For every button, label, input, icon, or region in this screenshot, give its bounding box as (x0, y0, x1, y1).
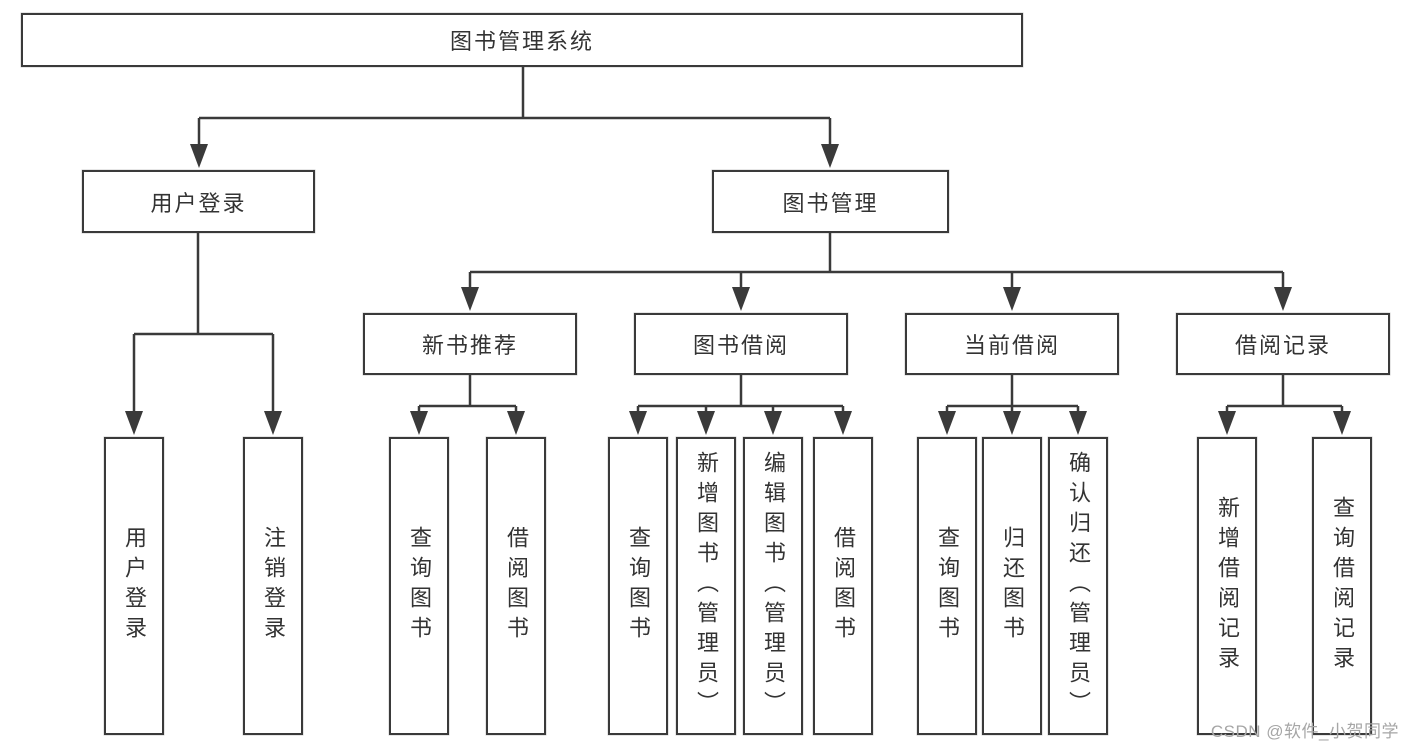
node-current-borrowing: 当前借阅 (905, 313, 1119, 375)
leaf-borrowing-query-books: 查询图书 (608, 437, 668, 735)
leaf-recommendation-query-books: 查询图书 (389, 437, 449, 735)
leaf-current-query-books-label: 查询图书 (935, 526, 960, 646)
node-borrowing-records: 借阅记录 (1176, 313, 1390, 375)
leaf-current-return-books: 归还图书 (982, 437, 1042, 735)
node-book-borrowing-label: 图书借阅 (692, 333, 789, 358)
leaf-current-return-books-label: 归还图书 (1000, 526, 1025, 646)
leaf-borrowing-edit-books-admin: 编辑图书（管理员） (743, 437, 803, 735)
leaf-recommendation-query-books-label: 查询图书 (407, 526, 432, 646)
leaf-logout-label: 注销登录 (261, 526, 286, 646)
leaf-recommendation-borrow-books-label: 借阅图书 (504, 526, 529, 646)
leaf-borrowing-edit-books-admin-label: 编辑图书（管理员） (761, 451, 786, 721)
node-book-management: 图书管理 (712, 170, 949, 233)
leaf-borrowing-query-books-label: 查询图书 (626, 526, 651, 646)
leaf-records-query-record: 查询借阅记录 (1312, 437, 1372, 735)
node-root-label: 图书管理系统 (449, 29, 594, 54)
leaf-current-confirm-return-admin-label: 确认归还（管理员） (1066, 451, 1091, 721)
node-book-management-label: 图书管理 (782, 190, 879, 216)
leaf-borrowing-add-books-admin-label: 新增图书（管理员） (694, 451, 719, 721)
leaf-logout: 注销登录 (243, 437, 303, 735)
node-user-login-label: 用户登录 (150, 190, 247, 216)
node-current-borrowing-label: 当前借阅 (963, 333, 1060, 358)
leaf-user-login: 用户登录 (104, 437, 164, 735)
csdn-watermark: CSDN @软件_小贺同学 (1210, 722, 1399, 741)
node-new-book-recommendation-label: 新书推荐 (421, 333, 518, 358)
leaf-user-login-label: 用户登录 (122, 526, 147, 646)
node-new-book-recommendation: 新书推荐 (363, 313, 577, 375)
node-user-login: 用户登录 (82, 170, 315, 233)
leaf-current-confirm-return-admin: 确认归还（管理员） (1048, 437, 1108, 735)
leaf-records-add-record-label: 新增借阅记录 (1215, 496, 1240, 676)
node-borrowing-records-label: 借阅记录 (1234, 333, 1331, 358)
leaf-records-query-record-label: 查询借阅记录 (1330, 496, 1355, 676)
leaf-current-query-books: 查询图书 (917, 437, 977, 735)
node-root: 图书管理系统 (21, 13, 1023, 67)
leaf-borrowing-borrow-books: 借阅图书 (813, 437, 873, 735)
leaf-recommendation-borrow-books: 借阅图书 (486, 437, 546, 735)
leaf-borrowing-add-books-admin: 新增图书（管理员） (676, 437, 736, 735)
node-book-borrowing: 图书借阅 (634, 313, 848, 375)
leaf-records-add-record: 新增借阅记录 (1197, 437, 1257, 735)
leaf-borrowing-borrow-books-label: 借阅图书 (831, 526, 856, 646)
